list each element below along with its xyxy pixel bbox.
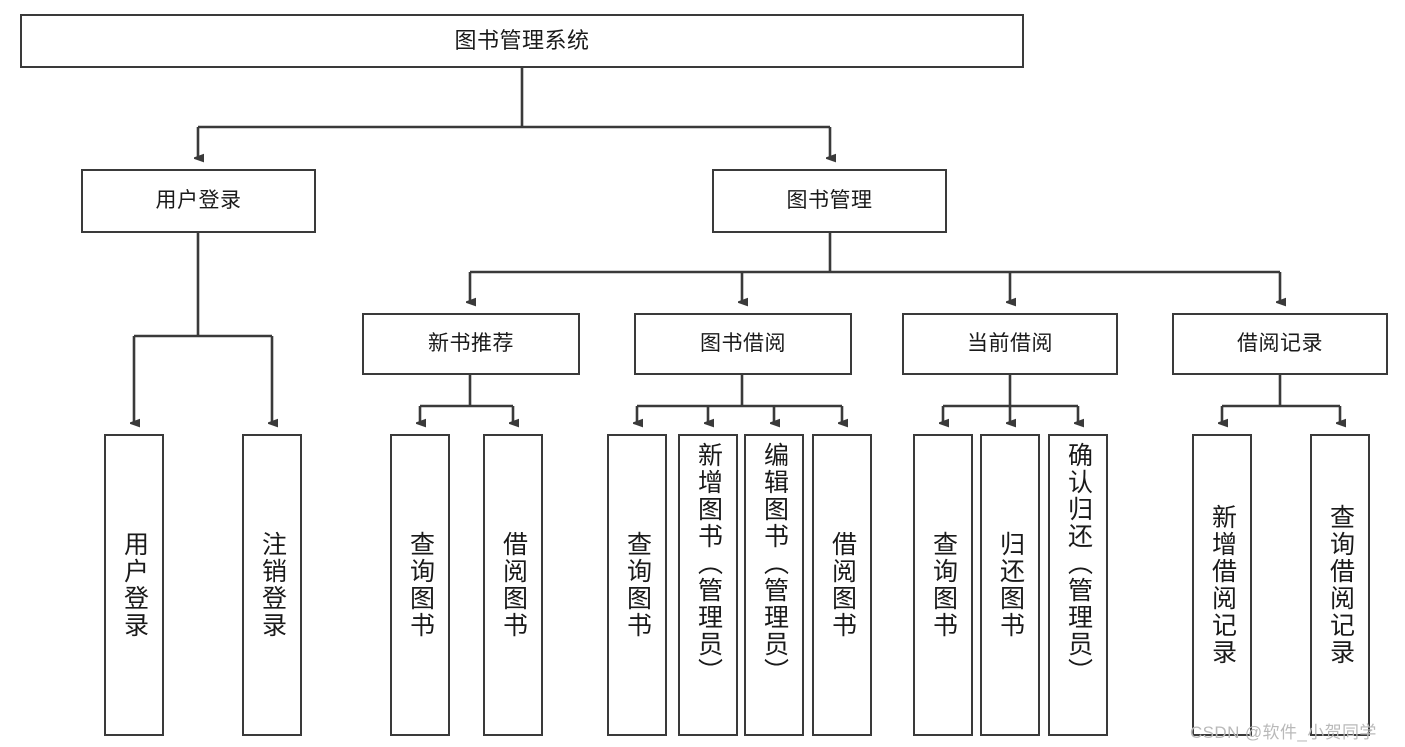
leaf-borrow-query-book[interactable]: 查询图书 <box>607 434 667 736</box>
node-label: 确认归还（管理员） <box>1064 442 1093 685</box>
node-label: 归还图书 <box>996 531 1025 639</box>
leaf-rec-borrow-book[interactable]: 借阅图书 <box>483 434 543 736</box>
node-user-login[interactable]: 用户登录 <box>81 169 316 233</box>
node-label: 用户登录 <box>155 188 242 212</box>
leaf-cur-return-book[interactable]: 归还图书 <box>980 434 1040 736</box>
leaf-record-search[interactable]: 查询借阅记录 <box>1310 434 1370 736</box>
node-label: 图书管理系统 <box>454 28 590 54</box>
node-root-system[interactable]: 图书管理系统 <box>20 14 1024 68</box>
node-label: 新增借阅记录 <box>1208 504 1237 666</box>
leaf-borrow-add-book[interactable]: 新增图书（管理员） <box>678 434 738 736</box>
watermark-text: CSDN @软件_小贺同学 <box>1190 723 1377 742</box>
node-label: 查询图书 <box>406 531 435 639</box>
leaf-cur-confirm-return[interactable]: 确认归还（管理员） <box>1048 434 1108 736</box>
node-label: 查询图书 <box>929 531 958 639</box>
node-label: 当前借阅 <box>967 331 1053 355</box>
leaf-user-login[interactable]: 用户登录 <box>104 434 164 736</box>
node-book-manage[interactable]: 图书管理 <box>712 169 947 233</box>
node-label: 新增图书（管理员） <box>694 442 723 685</box>
node-new-book-rec[interactable]: 新书推荐 <box>362 313 580 375</box>
node-label: 借阅图书 <box>499 531 528 639</box>
node-label: 新书推荐 <box>428 331 514 355</box>
node-borrow-record[interactable]: 借阅记录 <box>1172 313 1388 375</box>
leaf-cur-query-book[interactable]: 查询图书 <box>913 434 973 736</box>
node-label: 查询图书 <box>623 531 652 639</box>
node-label: 借阅图书 <box>828 531 857 639</box>
node-label: 用户登录 <box>120 531 149 639</box>
leaf-borrow-lend-book[interactable]: 借阅图书 <box>812 434 872 736</box>
node-label: 编辑图书（管理员） <box>760 442 789 685</box>
leaf-rec-query-book[interactable]: 查询图书 <box>390 434 450 736</box>
node-label: 图书借阅 <box>700 331 786 355</box>
node-current-borrow[interactable]: 当前借阅 <box>902 313 1118 375</box>
node-label: 图书管理 <box>786 188 873 212</box>
node-label: 查询借阅记录 <box>1326 504 1355 666</box>
leaf-record-add[interactable]: 新增借阅记录 <box>1192 434 1252 736</box>
leaf-user-logout[interactable]: 注销登录 <box>242 434 302 736</box>
leaf-borrow-edit-book[interactable]: 编辑图书（管理员） <box>744 434 804 736</box>
node-label: 借阅记录 <box>1237 331 1323 355</box>
node-label: 注销登录 <box>258 531 287 639</box>
node-book-borrow[interactable]: 图书借阅 <box>634 313 852 375</box>
